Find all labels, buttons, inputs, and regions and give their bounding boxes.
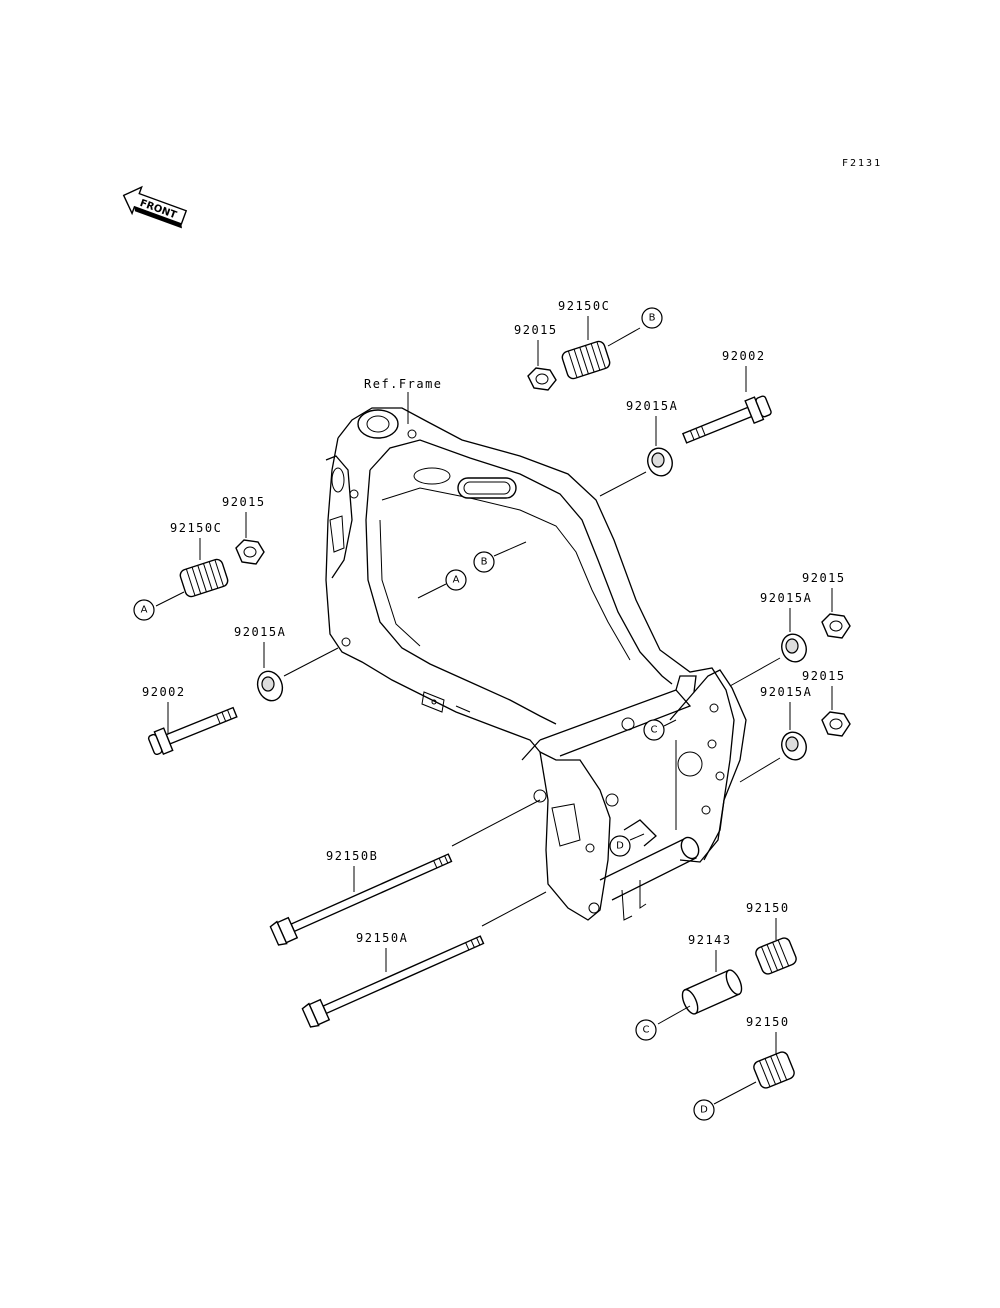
front-arrow-icon: FRONT	[122, 185, 188, 229]
callout-letter: C	[643, 1025, 650, 1036]
part-label: 92002	[142, 685, 186, 699]
frame	[325, 407, 747, 921]
part-92150-lower-damper[interactable]: 92150	[713, 1015, 796, 1105]
ref-frame-label: Ref.Frame	[364, 377, 443, 391]
part-label: 92015A	[760, 685, 812, 699]
part-92015a-upper-collar[interactable]: 92015A	[599, 399, 678, 497]
part-92015a-right-lower-collar[interactable]: 92015A	[739, 685, 812, 783]
part-92150c-left[interactable]: 92150C	[155, 521, 229, 607]
callout-c-frame[interactable]: C	[643, 719, 677, 830]
part-92015-top-nut[interactable]: 92015	[514, 323, 558, 391]
callout-b-frame[interactable]: B	[473, 541, 527, 573]
part-label: 92150	[746, 1015, 790, 1029]
part-92002-right-bolt[interactable]: 92002	[680, 349, 772, 449]
figure-code: F2131	[842, 158, 882, 169]
callout-d-bottom[interactable]: D	[693, 1099, 715, 1121]
callout-letter: D	[700, 1105, 708, 1116]
part-label: 92150	[746, 901, 790, 915]
part-label: 92143	[688, 933, 732, 947]
part-label: 92015A	[234, 625, 286, 639]
part-label: 92015	[802, 571, 846, 585]
callout-d-frame[interactable]: D	[609, 833, 645, 857]
callout-letter: A	[453, 575, 460, 586]
part-label: 92015	[222, 495, 266, 509]
part-92015-left-nut[interactable]: 92015	[222, 495, 266, 565]
part-label: 92015A	[626, 399, 678, 413]
part-92015a-left-collar[interactable]: 92015A	[234, 625, 339, 704]
callout-c-bottom[interactable]: C	[635, 1019, 657, 1041]
part-92015-right-lower-nut[interactable]: 92015	[802, 669, 851, 737]
callout-b-top[interactable]: B	[641, 307, 663, 329]
part-label: 92150C	[170, 521, 222, 535]
part-label: 92150C	[558, 299, 610, 313]
part-92015-right-upper-nut[interactable]: 92015	[802, 571, 851, 639]
part-92150c-top[interactable]: 92150C	[558, 299, 641, 380]
part-92150a-long-bolt[interactable]: 92150A	[301, 891, 547, 1029]
part-92150b-long-bolt[interactable]: 92150B	[269, 799, 541, 947]
callout-a-frame[interactable]: A	[417, 569, 467, 599]
callout-letter: A	[141, 605, 148, 616]
part-label: 92150B	[326, 849, 378, 863]
part-92015a-right-upper-collar[interactable]: 92015A	[729, 591, 812, 687]
part-92002-left-bolt[interactable]: 92002	[142, 685, 239, 757]
callout-letter: B	[649, 313, 656, 324]
part-label: 92150A	[356, 931, 408, 945]
part-label: 92015	[802, 669, 846, 683]
part-92150-upper-damper[interactable]: 92150	[746, 901, 798, 976]
callout-letter: C	[651, 725, 658, 736]
part-label: 92015A	[760, 591, 812, 605]
callout-letter: D	[616, 841, 624, 852]
part-label: 92015	[514, 323, 558, 337]
part-label: 92002	[722, 349, 766, 363]
part-92143-spacer[interactable]: 92143	[657, 933, 745, 1025]
callout-letter: B	[481, 557, 488, 568]
callout-a-left[interactable]: A	[133, 599, 155, 621]
